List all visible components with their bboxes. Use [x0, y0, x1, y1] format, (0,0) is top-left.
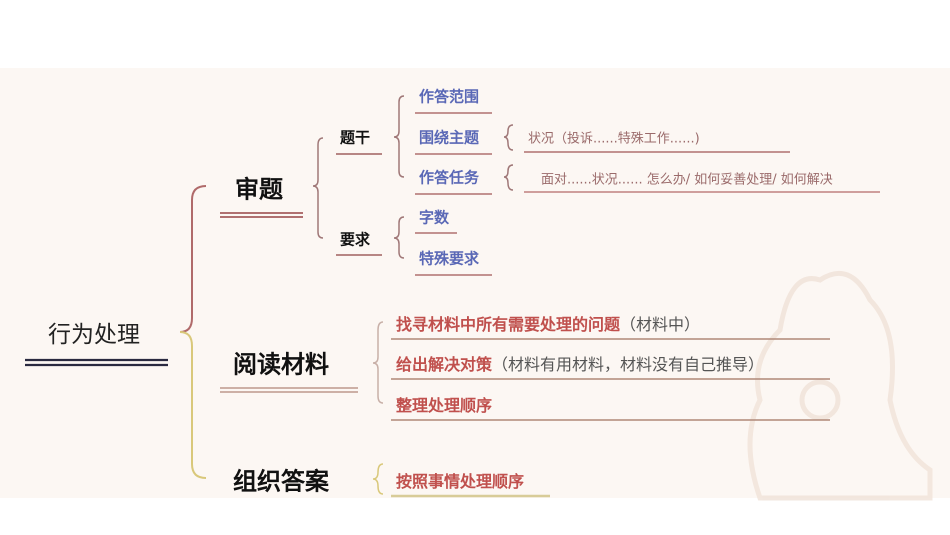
- node-special-req: 特殊要求: [419, 249, 480, 268]
- node-review: 审题: [235, 175, 283, 204]
- theme-note: 状况（投诉......特殊工作......): [528, 131, 700, 147]
- reading-bracket: [372, 321, 384, 404]
- node-requirements: 要求: [340, 230, 371, 249]
- node-answer: 组织答案: [233, 467, 329, 496]
- reading-item: 整理处理顺序: [396, 396, 493, 415]
- review-underline: [220, 212, 303, 218]
- task-note: 面对......状况...... 怎么办/ 如何妥善处理/ 如何解决: [541, 172, 833, 188]
- req-bracket: [393, 216, 405, 259]
- node-stem: 题干: [340, 128, 371, 147]
- reading-underline: [220, 387, 358, 393]
- review-bracket: [312, 137, 324, 239]
- root-underline: [25, 358, 168, 367]
- node-answer-scope: 作答范围: [419, 87, 480, 106]
- task-bracket: [503, 164, 514, 191]
- node-reading: 阅读材料: [233, 350, 329, 379]
- mindmap-canvas: [0, 68, 950, 498]
- node-word-count: 字数: [419, 208, 450, 227]
- root-node: 行为处理: [48, 322, 140, 348]
- reading-item: 找寻材料中所有需要处理的问题（材料中）: [396, 315, 701, 334]
- unicorn-watermark: [747, 270, 933, 501]
- theme-bracket: [503, 124, 514, 151]
- node-theme: 围绕主题: [419, 128, 480, 147]
- node-task: 作答任务: [419, 168, 480, 187]
- answer-item: 按照事情处理顺序: [396, 472, 525, 491]
- stem-bracket: [393, 95, 405, 178]
- main-bracket-bottom: [179, 331, 207, 479]
- reading-item: 给出解决对策（材料有用材料，材料没有自己推导）: [396, 355, 765, 374]
- main-bracket-top: [179, 185, 207, 333]
- answer-bracket: [372, 463, 384, 495]
